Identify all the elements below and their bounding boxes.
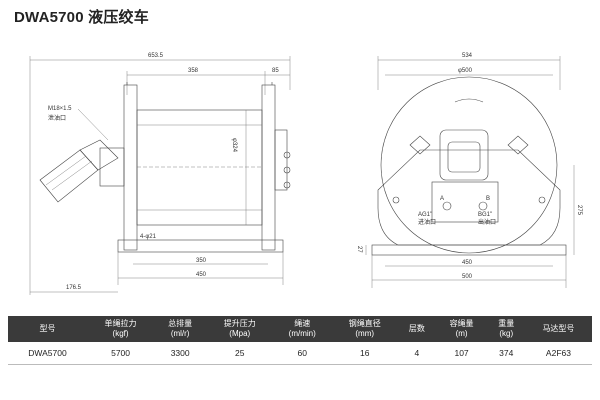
- dim-base-inner: 350: [196, 258, 207, 264]
- thread-label: M18×1.5: [48, 106, 72, 112]
- side-view: 653.5 358 85 φ324 4-φ21 350 45: [29, 53, 291, 295]
- table-cell: 374: [487, 342, 525, 365]
- header-unit: (Mpa): [229, 329, 251, 338]
- table-cell: 3300: [154, 342, 207, 365]
- spec-header-cell: 提升压力(Mpa): [206, 316, 274, 342]
- table-cell: 107: [435, 342, 488, 365]
- table-cell: 4: [398, 342, 436, 365]
- table-cell: DWA5700: [8, 342, 88, 365]
- dim-drum-width: 358: [188, 68, 199, 74]
- spec-header-cell: 层数: [398, 316, 436, 342]
- header-label: 总排量: [168, 319, 193, 328]
- spec-header-cell: 型号: [8, 316, 88, 342]
- header-unit: (mm): [355, 329, 375, 338]
- port-b-name: 出油口: [478, 218, 496, 226]
- header-label: 钢绳直径: [348, 319, 381, 328]
- header-label: 层数: [408, 324, 425, 333]
- spec-header-cell: 马达型号: [524, 316, 592, 342]
- header-unit: (m/min): [288, 329, 316, 338]
- table-cell: 25: [206, 342, 274, 365]
- dim-drum-diameter: φ324: [231, 138, 237, 153]
- dim-motor-offset: 176.5: [66, 285, 82, 291]
- header-unit: (kgf): [112, 329, 129, 338]
- dim-total-width: 653.5: [148, 53, 164, 59]
- dim-height-275: 275: [576, 205, 582, 216]
- header-unit: (kg): [499, 329, 514, 338]
- dim-side-width: 85: [272, 68, 279, 74]
- hydraulic-motor: [39, 139, 125, 203]
- spec-header-cell: 单绳拉力(kgf): [87, 316, 155, 342]
- port-a-name: 进油口: [418, 218, 436, 226]
- table-cell: 60: [273, 342, 332, 365]
- port-a-code: AG1": [418, 212, 432, 218]
- header-label: 容绳量: [449, 319, 474, 328]
- port-b-letter: B: [486, 196, 490, 202]
- technical-drawing: 653.5 358 85 φ324 4-φ21 350 45: [29, 53, 582, 295]
- dim-base-outer: 450: [196, 272, 207, 278]
- port-b-code: BG1": [478, 212, 492, 218]
- spec-header-cell: 绳速(m/min): [273, 316, 332, 342]
- dim-right-base-inner: 450: [462, 260, 473, 266]
- page-title: DWA5700 液压绞车: [14, 9, 149, 26]
- spec-table: 型号单绳拉力(kgf)总排量(ml/r)提升压力(Mpa)绳速(m/min)钢绳…: [8, 316, 592, 365]
- spec-header-cell: 钢绳直径(mm): [331, 316, 399, 342]
- header-label: 单绳拉力: [104, 319, 137, 328]
- spec-header-row: 型号单绳拉力(kgf)总排量(ml/r)提升压力(Mpa)绳速(m/min)钢绳…: [8, 316, 592, 342]
- front-view: 534 φ500 A B AG1" 进油口 BG1" 出油口 275 27: [356, 53, 582, 288]
- header-label: 马达型号: [542, 324, 575, 333]
- dim-height-27: 27: [356, 246, 362, 253]
- dim-flange-diameter: φ500: [458, 68, 473, 74]
- header-label: 型号: [39, 324, 56, 333]
- dim-overall-width: 534: [462, 53, 473, 59]
- header-unit: (ml/r): [170, 329, 190, 338]
- table-cell: A2F63: [524, 342, 592, 365]
- table-cell: 16: [331, 342, 399, 365]
- oil-port-label: 泄油口: [48, 114, 66, 122]
- header-label: 重量: [498, 319, 515, 328]
- spec-header-cell: 容绳量(m): [435, 316, 488, 342]
- spec-header-cell: 总排量(ml/r): [154, 316, 207, 342]
- port-a-letter: A: [440, 196, 444, 202]
- header-unit: (m): [455, 329, 468, 338]
- spec-header-cell: 重量(kg): [487, 316, 525, 342]
- dim-hole-spec: 4-φ21: [140, 234, 157, 240]
- header-label: 提升压力: [223, 319, 256, 328]
- table-cell: 5700: [87, 342, 155, 365]
- header-label: 绳速: [294, 319, 311, 328]
- dim-right-base-outer: 500: [462, 274, 473, 280]
